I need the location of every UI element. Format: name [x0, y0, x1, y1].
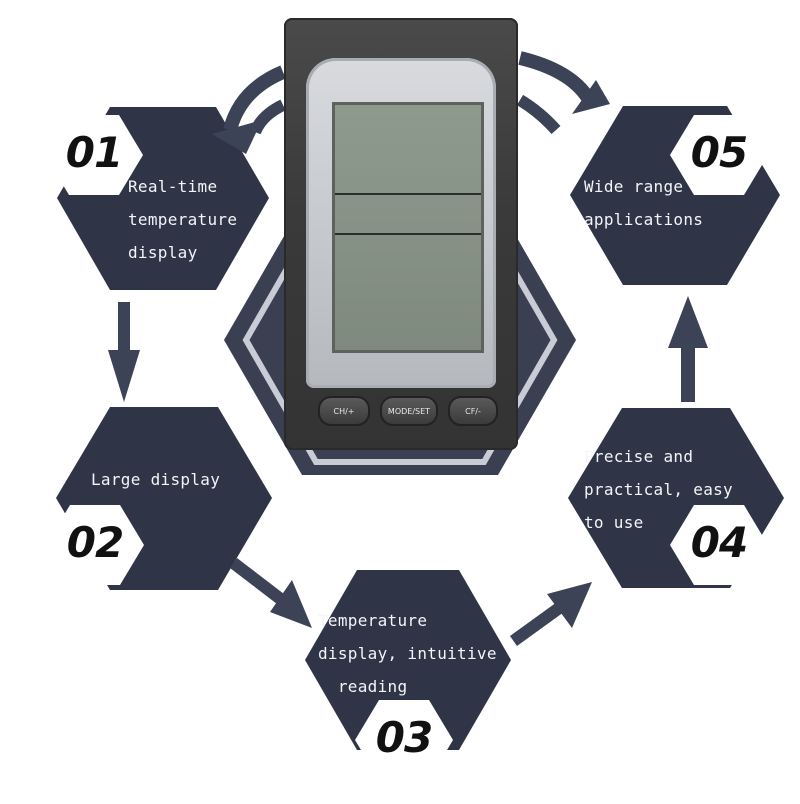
step-number-01: 01: [65, 128, 123, 177]
number-badge-03: [355, 700, 453, 780]
thermometer-device: CH/+ MODE/SET CF/-: [284, 18, 518, 450]
step-number-05: 05: [690, 128, 748, 177]
arrow-center-to-05: [516, 51, 610, 135]
cf-minus-button: CF/-: [448, 396, 498, 426]
step-number-04: 04: [690, 518, 748, 567]
step-label-05: Wide range applications: [584, 177, 704, 229]
arrow-02-to-03: [230, 558, 312, 628]
lcd-screen: [332, 102, 484, 353]
number-badge-04: [670, 505, 768, 585]
step-label-01: Real-time temperature display: [128, 177, 238, 262]
step-hexagon-03: [305, 570, 511, 750]
lcd-divider-top: [335, 193, 481, 195]
arrow-04-to-05: [668, 296, 708, 402]
step-label-04: Precise and practical, easy to use: [584, 447, 733, 532]
arrow-03-to-04: [510, 582, 592, 646]
mode-set-button: MODE/SET: [380, 396, 438, 426]
step-label-02: Large display: [91, 470, 221, 489]
step-label-03: Temperature display, intuitive reading: [318, 611, 497, 696]
number-badge-01: [45, 115, 143, 195]
number-badge-02: [46, 505, 144, 585]
step-number-02: 02: [66, 518, 124, 567]
number-badge-05: [670, 115, 768, 195]
arrow-center-to-01: [212, 65, 286, 154]
step-number-03: 03: [375, 713, 433, 762]
ch-plus-button: CH/+: [318, 396, 370, 426]
arrow-01-to-02: [108, 302, 140, 402]
lcd-divider-bottom: [335, 233, 481, 235]
